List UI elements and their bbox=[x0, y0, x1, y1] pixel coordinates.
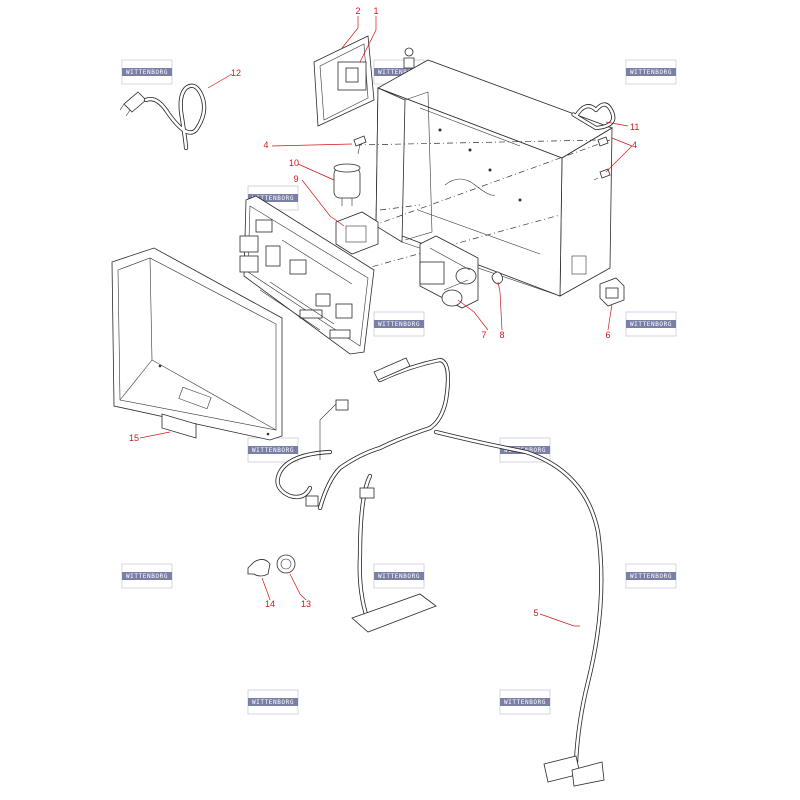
part-label-6: 6 bbox=[605, 330, 610, 340]
part-label-11: 11 bbox=[630, 122, 639, 132]
part-label-13: 13 bbox=[301, 599, 311, 609]
cable-clamp bbox=[247, 559, 271, 577]
watermark: WITTENBORG bbox=[247, 437, 299, 463]
svg-text:WITTENBORG: WITTENBORG bbox=[378, 321, 420, 328]
leader-lines bbox=[139, 16, 633, 627]
part-label-12: 12 bbox=[231, 68, 241, 78]
transformer bbox=[335, 211, 379, 255]
watermark: WITTENBORG bbox=[625, 563, 677, 589]
svg-text:WITTENBORG: WITTENBORG bbox=[252, 699, 294, 706]
svg-text:WITTENBORG: WITTENBORG bbox=[252, 447, 294, 454]
assembly-lines bbox=[355, 139, 611, 271]
part-label-10: 10 bbox=[289, 158, 299, 168]
rocker-switch bbox=[599, 277, 625, 307]
watermark: WITTENBORG bbox=[625, 59, 677, 85]
clip bbox=[491, 271, 503, 285]
cable-loop bbox=[571, 102, 616, 131]
part-label-15: 15 bbox=[129, 433, 139, 443]
watermark: WITTENBORG bbox=[625, 311, 677, 337]
svg-text:WITTENBORG: WITTENBORG bbox=[630, 573, 672, 580]
watermark: WITTENBORG bbox=[373, 311, 425, 337]
svg-text:WITTENBORG: WITTENBORG bbox=[126, 69, 168, 76]
part-labels: 1 2 4 4 5 6 7 8 9 10 11 12 13 14 15 bbox=[129, 6, 639, 618]
part-label-14: 14 bbox=[265, 599, 275, 609]
screw bbox=[353, 135, 367, 155]
svg-text:WITTENBORG: WITTENBORG bbox=[126, 573, 168, 580]
screw bbox=[403, 47, 415, 69]
svg-text:WITTENBORG: WITTENBORG bbox=[252, 195, 294, 202]
svg-text:WITTENBORG: WITTENBORG bbox=[504, 699, 546, 706]
screw bbox=[597, 136, 609, 147]
cabinet-housing bbox=[375, 59, 613, 297]
watermark: WITTENBORG bbox=[121, 59, 173, 85]
side-panel bbox=[111, 247, 283, 441]
control-board bbox=[239, 195, 375, 355]
part-label-4-right: 4 bbox=[632, 140, 637, 150]
part-label-8: 8 bbox=[499, 330, 504, 340]
svg-text:WITTENBORG: WITTENBORG bbox=[378, 69, 420, 76]
valve-assembly bbox=[419, 235, 479, 309]
switch-panel bbox=[313, 35, 375, 127]
part-label-4-left: 4 bbox=[263, 140, 268, 150]
watermark: WITTENBORG bbox=[499, 689, 551, 715]
watermark: WITTENBORG bbox=[247, 689, 299, 715]
wiring-harness bbox=[275, 357, 605, 787]
svg-text:WITTENBORG: WITTENBORG bbox=[630, 69, 672, 76]
part-label-2: 2 bbox=[355, 6, 360, 16]
watermark: WITTENBORG bbox=[373, 563, 425, 589]
part-label-7: 7 bbox=[481, 330, 486, 340]
svg-text:WITTENBORG: WITTENBORG bbox=[630, 321, 672, 328]
power-cord bbox=[119, 83, 207, 151]
screw bbox=[593, 168, 611, 181]
part-label-5: 5 bbox=[533, 608, 538, 618]
capacitor bbox=[333, 163, 361, 206]
part-label-1: 1 bbox=[373, 6, 378, 16]
grommet bbox=[276, 554, 296, 574]
label-strip bbox=[161, 413, 197, 439]
svg-text:WITTENBORG: WITTENBORG bbox=[378, 573, 420, 580]
part-label-9: 9 bbox=[293, 174, 298, 184]
watermark: WITTENBORG bbox=[121, 563, 173, 589]
